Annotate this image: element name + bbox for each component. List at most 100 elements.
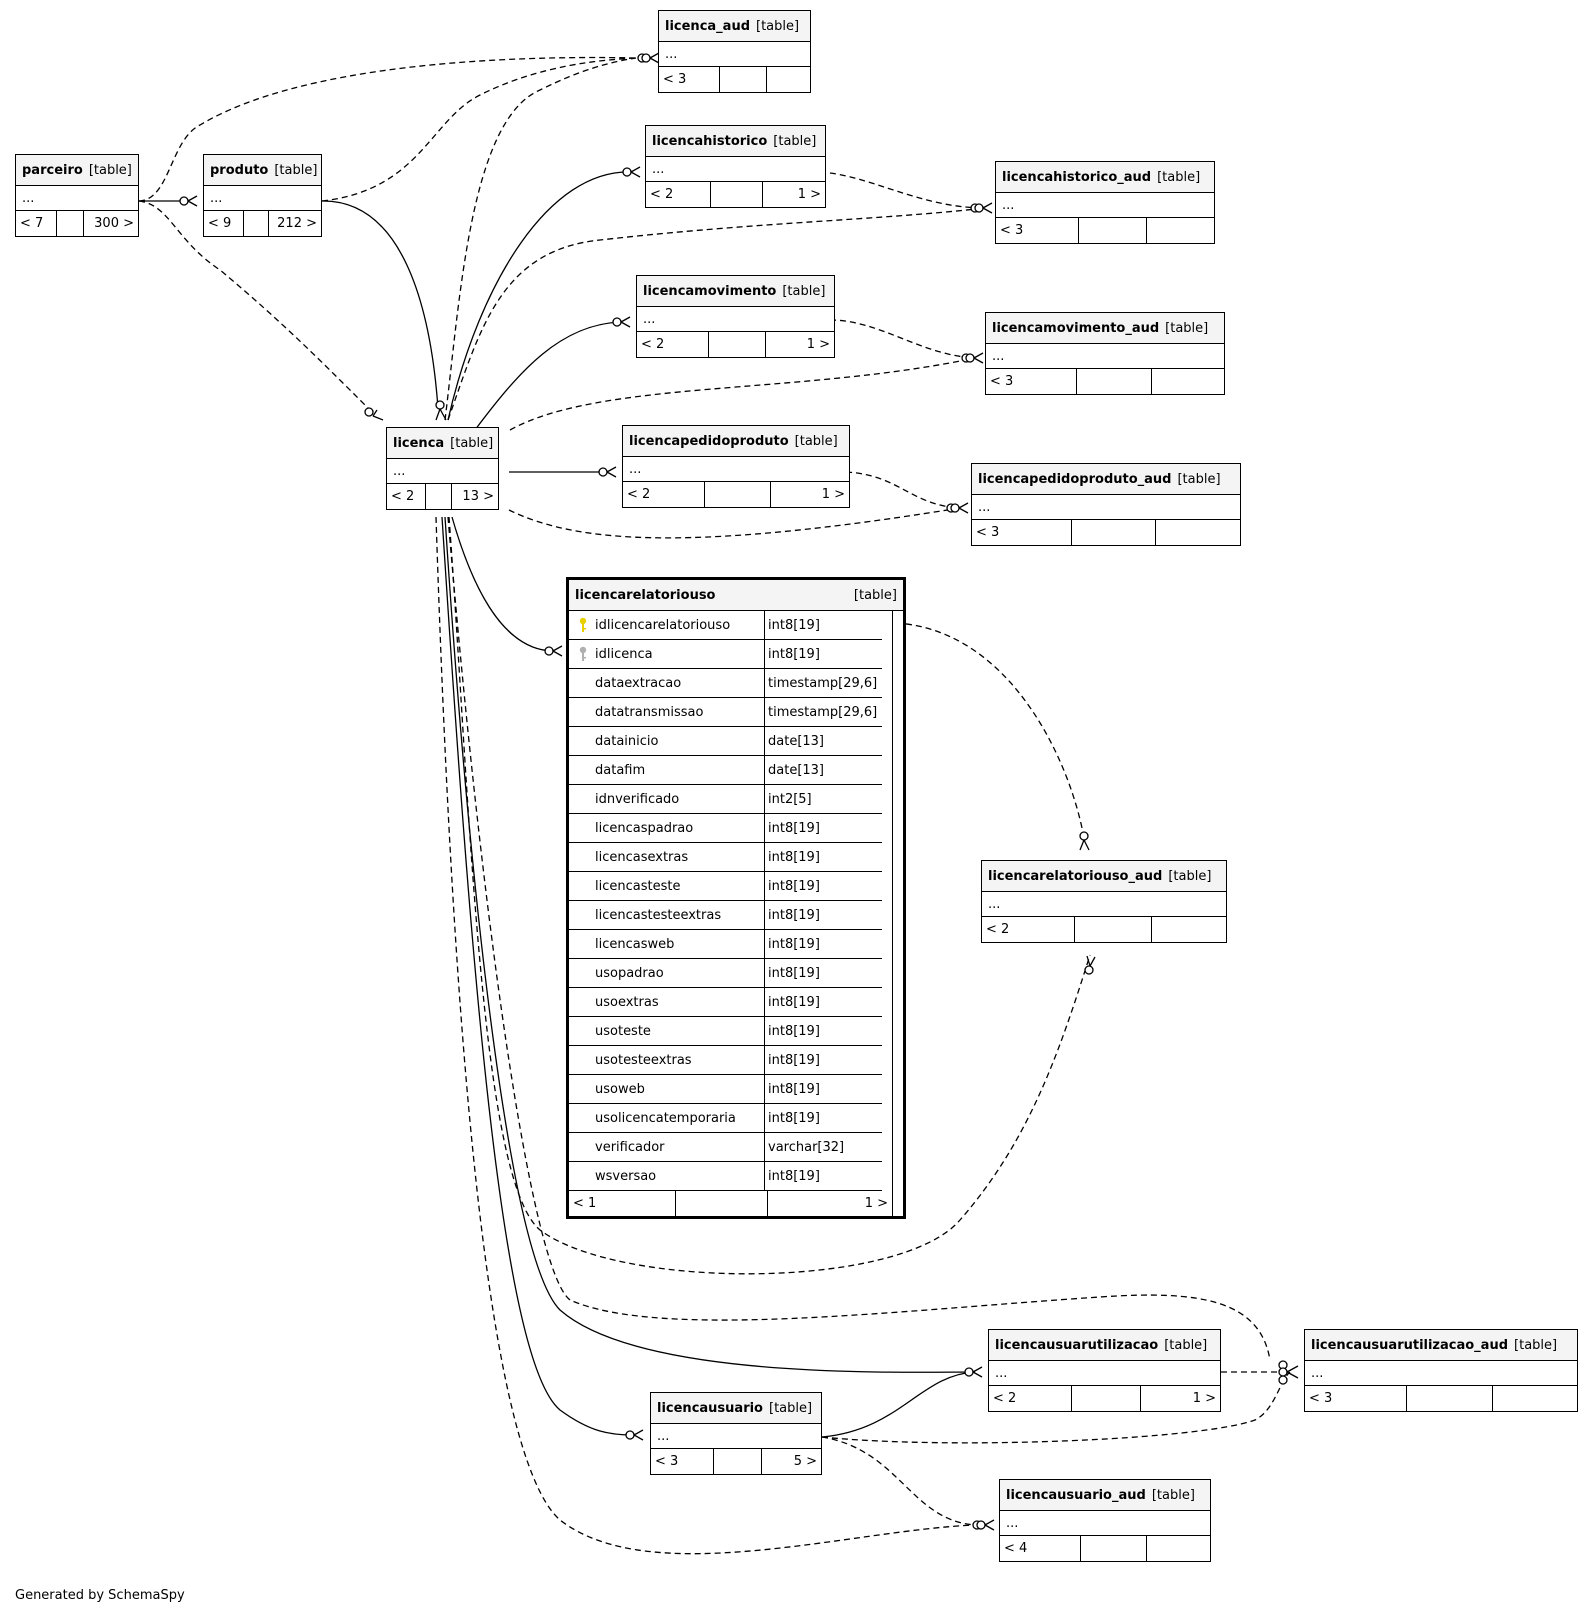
table-licencausuarutilizacao-aud[interactable]: licencausuarutilizacao_aud[table] ... < … bbox=[1304, 1329, 1578, 1412]
table-licencahistorico-aud[interactable]: licencahistorico_aud[table] ... < 3 bbox=[995, 161, 1215, 244]
table-licencarelatoriouso-aud[interactable]: licencarelatoriouso_aud[table] ... < 2 bbox=[981, 860, 1227, 943]
column-name-cell: idlicenca bbox=[569, 640, 765, 668]
table-body: ... bbox=[1305, 1361, 1577, 1386]
table-header: licencahistorico[table] bbox=[646, 126, 825, 157]
parents-count[interactable]: < 2 bbox=[391, 489, 415, 504]
children-count[interactable]: 1 > bbox=[762, 182, 825, 207]
children-count[interactable] bbox=[1151, 917, 1226, 942]
parents-count[interactable]: < 2 bbox=[627, 487, 651, 502]
parents-count[interactable]: < 2 bbox=[993, 1391, 1017, 1406]
parents-count[interactable]: < 2 bbox=[650, 187, 674, 202]
table-type: [table] bbox=[853, 587, 897, 603]
children-count[interactable]: 300 > bbox=[83, 211, 138, 236]
table-body: ... bbox=[1000, 1511, 1210, 1536]
children-count[interactable] bbox=[766, 67, 810, 92]
column-name-cell: idlicencarelatoriouso bbox=[569, 611, 765, 639]
table-footer: < 1 1 > bbox=[569, 1191, 893, 1216]
children-count[interactable] bbox=[1151, 369, 1224, 394]
column-type: int8[19] bbox=[768, 820, 820, 836]
column-name: wsversao bbox=[595, 1168, 657, 1184]
table-name: parceiro bbox=[22, 162, 83, 178]
column-name: licencaspadrao bbox=[595, 820, 694, 836]
children-count[interactable]: 5 > bbox=[761, 1449, 821, 1474]
parents-count[interactable]: < 9 bbox=[208, 216, 232, 231]
rel-parceiro-licenca-aud bbox=[138, 56, 637, 202]
parents-count[interactable]: < 3 bbox=[1309, 1391, 1333, 1406]
footer-middle bbox=[713, 1449, 761, 1474]
table-header: licencapedidoproduto[table] bbox=[623, 426, 849, 457]
column-row[interactable]: licencaspadrao int8[19] bbox=[569, 814, 882, 843]
parents-count[interactable]: < 7 bbox=[20, 216, 44, 231]
column-name-cell: licencasextras bbox=[569, 843, 765, 871]
rel-licenca-licencausuario-aud bbox=[435, 516, 976, 1555]
table-licencarelatoriouso[interactable]: licencarelatoriouso[table] idlicencarela… bbox=[566, 577, 906, 1219]
table-type: [table] bbox=[769, 1400, 813, 1416]
table-licencahistorico[interactable]: licencahistorico[table] ... < 2 1 > bbox=[645, 125, 826, 208]
table-body: ... bbox=[646, 157, 825, 182]
table-body: ... bbox=[972, 495, 1240, 520]
column-type: int8[19] bbox=[768, 849, 820, 865]
table-licencapedidoproduto-aud[interactable]: licencapedidoproduto_aud[table] ... < 3 bbox=[971, 463, 1241, 546]
column-name-cell: usoextras bbox=[569, 988, 765, 1016]
children-count[interactable] bbox=[1146, 218, 1214, 243]
rel-licenca-licencapedidoproduto-aud bbox=[508, 507, 961, 539]
table-header: licencausuario[table] bbox=[651, 1393, 821, 1424]
table-licencausuario-aud[interactable]: licencausuario_aud[table] ... < 4 bbox=[999, 1479, 1211, 1562]
table-licenca-aud[interactable]: licenca_aud[table] ... < 3 bbox=[658, 10, 811, 93]
footer-middle bbox=[1076, 369, 1151, 394]
children-count[interactable]: 1 > bbox=[765, 332, 834, 357]
column-type: varchar[32] bbox=[768, 1139, 845, 1155]
parents-count[interactable]: < 2 bbox=[641, 337, 665, 352]
children-count[interactable] bbox=[1492, 1386, 1577, 1411]
parents-count[interactable]: < 3 bbox=[990, 374, 1014, 389]
children-count[interactable]: 1 > bbox=[1140, 1386, 1220, 1411]
children-count[interactable]: 1 > bbox=[770, 482, 849, 507]
table-footer: < 2 1 > bbox=[646, 182, 825, 207]
column-name-cell: licencasweb bbox=[569, 930, 765, 958]
parents-count[interactable]: < 3 bbox=[976, 525, 1000, 540]
children-count[interactable] bbox=[1155, 520, 1240, 545]
children-count[interactable]: 212 > bbox=[268, 211, 321, 236]
table-licencamovimento-aud[interactable]: licencamovimento_aud[table] ... < 3 bbox=[985, 312, 1225, 395]
primary-key-icon bbox=[579, 617, 587, 632]
parents-count[interactable]: < 4 bbox=[1004, 1541, 1028, 1556]
children-count[interactable] bbox=[1146, 1536, 1210, 1561]
children-count[interactable]: 13 > bbox=[451, 484, 498, 509]
parents-count[interactable]: < 3 bbox=[1000, 223, 1024, 238]
column-name: licencasweb bbox=[595, 936, 675, 952]
parents-count[interactable]: < 1 bbox=[573, 1196, 597, 1211]
parents-count[interactable]: < 3 bbox=[663, 72, 687, 87]
parents-count[interactable]: < 2 bbox=[986, 922, 1010, 937]
table-name: licencausuario_aud bbox=[1006, 1487, 1146, 1503]
children-count[interactable]: 1 > bbox=[767, 1191, 892, 1216]
parents-count[interactable]: < 3 bbox=[655, 1454, 679, 1469]
